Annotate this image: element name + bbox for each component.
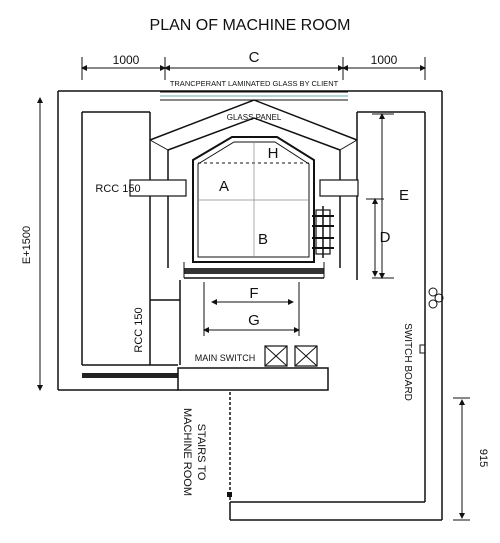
rcc-top-label: RCC 150 <box>95 183 140 195</box>
rcc-side-label: RCC 150 <box>133 307 145 352</box>
vent-circles <box>428 287 444 309</box>
guide-rail <box>312 206 334 258</box>
dim-f: F <box>249 285 258 302</box>
dim-right-1000: 1000 <box>371 53 398 67</box>
lift-car: H A B <box>183 136 325 279</box>
top-dimension: 1000 C 1000 <box>81 49 426 80</box>
shaft-walls <box>129 99 359 365</box>
plan-title: PLAN OF MACHINE ROOM <box>150 17 351 34</box>
zone-h-label: H <box>268 145 279 162</box>
left-height-dimension: E+1500 <box>21 97 43 391</box>
stairs: STAIRS TO MACHINE ROOM <box>181 392 232 500</box>
right-dimensions: E D <box>366 113 409 279</box>
stair-width-dimension: 915 <box>453 397 489 521</box>
zone-b-label: B <box>258 231 268 248</box>
dim-c: C <box>249 49 260 66</box>
dim-d: D <box>380 229 391 246</box>
switch-board: SWITCH BOARD <box>402 323 426 401</box>
dim-e-plus-1500: E+1500 <box>21 226 33 264</box>
switch-board-label: SWITCH BOARD <box>402 323 413 401</box>
outer-walls <box>57 90 443 521</box>
dim-g: G <box>248 312 260 329</box>
glass-client-label: TRANCPERANT LAMINATED GLASS BY CLIENT <box>170 79 339 88</box>
door-dimensions: F G <box>203 282 300 336</box>
main-switch-label: MAIN SWITCH <box>195 353 256 363</box>
dim-left-1000: 1000 <box>113 53 140 67</box>
stairs-label-line2: MACHINE ROOM <box>181 408 193 496</box>
main-switch: MAIN SWITCH <box>177 345 329 391</box>
stairs-label-line1: STAIRS TO <box>195 424 207 481</box>
glass-panel-label: GLASS PANEL <box>227 113 282 122</box>
zone-a-label: A <box>219 178 229 195</box>
dim-915: 915 <box>477 449 489 467</box>
dim-e: E <box>399 187 409 204</box>
